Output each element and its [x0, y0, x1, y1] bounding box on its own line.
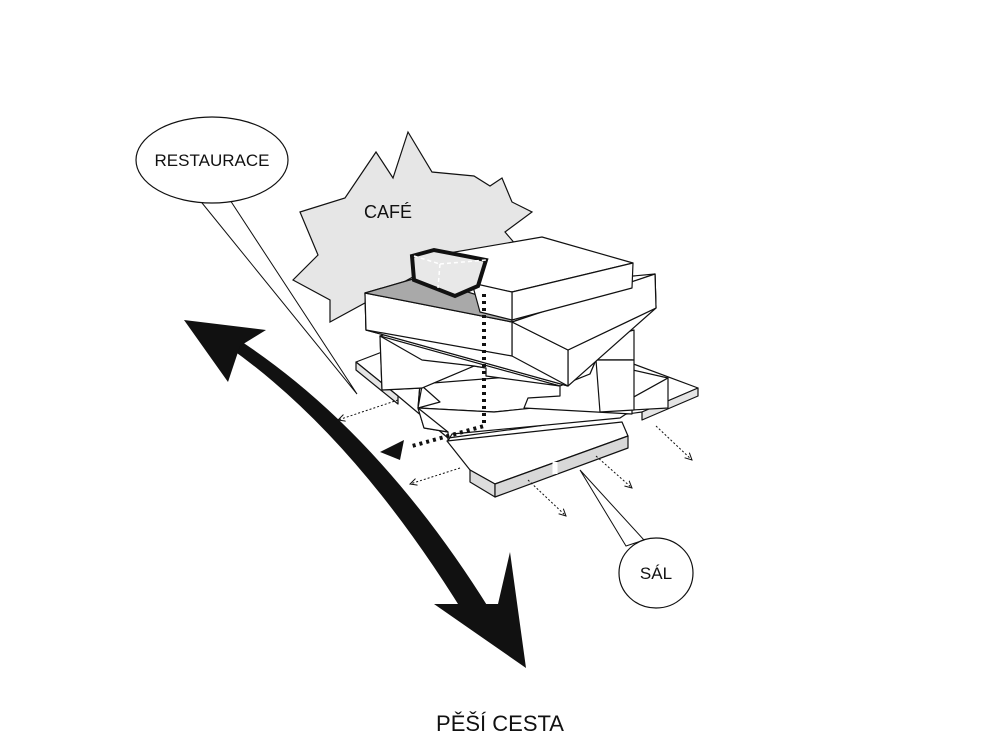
sal-label: SÁL: [640, 564, 672, 583]
pedestrian-path-body: [230, 338, 490, 630]
exit-arrows: [338, 399, 692, 516]
restaurace-bubble: [135, 116, 289, 204]
sal-callout-pointer: [579, 469, 645, 547]
route-arrowhead: [380, 440, 404, 460]
pedestrian-path-arrow: [184, 320, 526, 668]
cafe-label: CAFÉ: [364, 202, 412, 222]
pedestrian-arrowhead-top: [184, 320, 266, 382]
upper-box: [364, 273, 657, 387]
sal-callout: SÁL: [579, 469, 694, 609]
pedestrian-path-label: PĚŠÍ CESTA: [436, 711, 564, 736]
cafe-access-route: [380, 294, 486, 460]
restaurace-label: RESTAURACE: [155, 151, 270, 170]
exit-arrow-left-upper: [338, 399, 399, 420]
restaurace-callout: RESTAURACE: [135, 116, 358, 395]
exit-arrow-front-1: [527, 479, 566, 516]
pedestrian-arrowhead-bottom: [434, 552, 526, 668]
cafe-volume: [409, 247, 489, 299]
exit-arrow-front-2: [595, 455, 632, 488]
cafe-burst: [292, 130, 534, 324]
bottom-slab: [446, 421, 629, 498]
building-stack: [355, 236, 699, 498]
exit-arrow-right: [655, 425, 692, 460]
sal-bubble: [618, 537, 694, 609]
exit-arrow-left-lower: [410, 467, 461, 484]
